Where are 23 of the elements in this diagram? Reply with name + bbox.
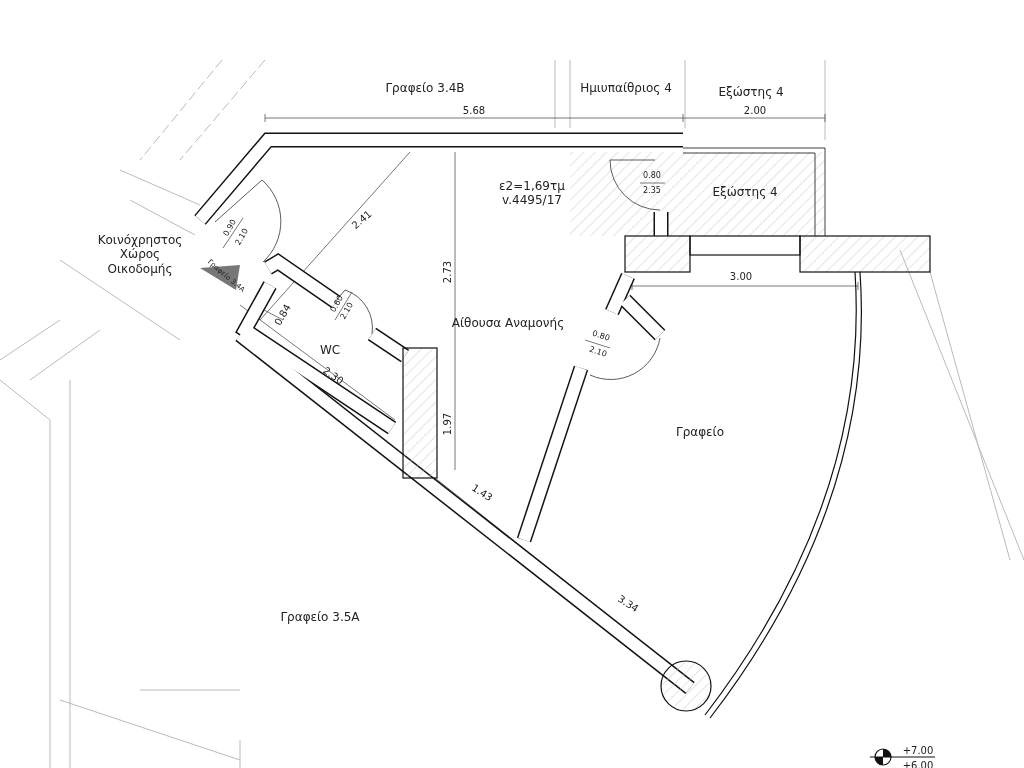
room-label: WC xyxy=(319,342,341,358)
door-size-label: 2.10 xyxy=(588,344,608,360)
dimension-label: 3.00 xyxy=(729,271,753,283)
area-note: ε2=1,69τμ v.4495/17 xyxy=(498,178,566,208)
dimension-label: 5.68 xyxy=(462,105,486,117)
door-size-label: 2.35 xyxy=(643,186,661,196)
room-label: Εξώστης 4 xyxy=(718,84,784,100)
dimension-label: 2.00 xyxy=(743,105,767,117)
room-label: Γραφείο 3.5A xyxy=(280,609,360,625)
room-label: Γραφείο xyxy=(676,424,724,440)
room-label: Εξώστης 4 xyxy=(712,184,778,200)
room-label: Αίθουσα Αναμονής xyxy=(451,315,565,331)
dimension-label: 2.73 xyxy=(442,260,454,284)
door-size-label: 0.80 xyxy=(591,328,611,344)
dimension-label: 2.30 xyxy=(320,364,346,388)
room-label: Γραφείο 3.4B xyxy=(385,80,465,96)
room-label: Ημιυπαίθριος 4 xyxy=(580,80,672,96)
dimension-label: 3.34 xyxy=(615,592,641,616)
door-size-label: 0.80 xyxy=(643,171,661,181)
room-label: Κοινόχρηστος Χώρος Οικοδομής xyxy=(96,233,184,277)
dimension-label: 1.97 xyxy=(442,412,454,436)
elevation-label: +7.00 xyxy=(902,745,934,757)
dimension-label: 1.43 xyxy=(469,481,495,505)
